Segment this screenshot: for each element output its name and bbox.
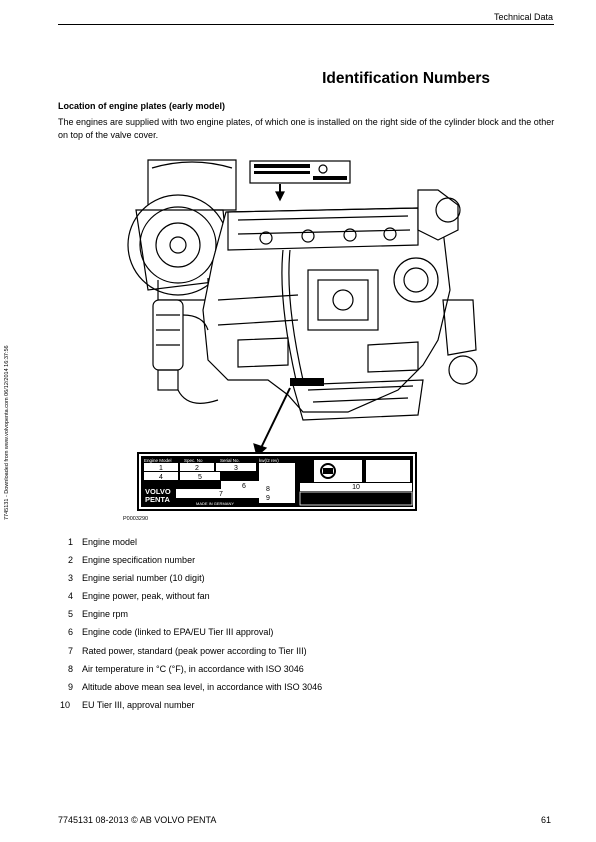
subheading: Location of engine plates (early model) (58, 101, 226, 111)
legend-number: 4 (68, 591, 74, 602)
legend-item: 3 Engine serial number (10 digit) (68, 573, 508, 591)
legend-number: 10 (60, 699, 71, 710)
legend-number: 2 (68, 555, 74, 566)
legend-item: 4 Engine power, peak, without fan (68, 591, 508, 609)
legend-item: 5 Engine rpm (68, 609, 508, 627)
legend-number: 1 (68, 537, 74, 547)
engine-figure: Engine Model Spec. No Serial No. kw(/2 r… (118, 150, 488, 530)
legend-text: Engine power, peak, without fan (82, 591, 210, 602)
engine-drawing: Engine Model Spec. No Serial No. kw(/2 r… (127, 159, 478, 511)
legend-list: 1 Engine model 2 Engine specification numb… (60, 537, 508, 718)
page-number: 61 (540, 815, 551, 825)
plate-callout-9: 9 (266, 495, 270, 502)
legend-item: 7 Rated power, standard (peak power accor… (68, 646, 508, 664)
plate-callout-7: 7 (219, 491, 223, 498)
legend-number: 8 (68, 663, 74, 674)
legend-number: 6 (68, 627, 74, 638)
legend-number: 5 (68, 609, 74, 620)
legend-text: Rated power, standard (peak power accord… (82, 645, 307, 656)
plate-callout-8: 8 (266, 486, 270, 493)
download-note: 7745131 - Downloaded from www.volvopenta… (4, 345, 10, 520)
legend-item: 8 Air temperature in °C (°F), in accordan… (68, 664, 508, 682)
page-title: Identification Numbers (322, 70, 490, 87)
engine-plate: Engine Model Spec. No Serial No. kw(/2 r… (137, 452, 417, 511)
legend-text: Engine rpm (82, 609, 129, 620)
legend-text: Engine code (linked to EPA/EU Tier III a… (82, 627, 274, 638)
plate-brand-penta: PENTA (145, 495, 170, 504)
legend-number: 3 (68, 573, 74, 584)
legend-text: Engine model (82, 537, 138, 547)
plate-brand-volvo: VOLVO (145, 487, 171, 496)
legend-text: EU Tier III, approval number (82, 699, 195, 710)
legend-item: 1 Engine model (68, 537, 508, 555)
legend-number: 7 (68, 645, 74, 656)
legend-number: 9 (68, 681, 74, 692)
header-rule (58, 24, 554, 25)
legend-item: 9 Altitude above mean sea level, in accor… (68, 682, 508, 700)
plate-callout-10: 10 (352, 484, 360, 491)
plate-label-engine-model: Engine Model (144, 458, 172, 463)
figure-id: P0003290 (123, 516, 149, 522)
legend-text: Engine serial number (10 digit) (82, 573, 205, 584)
plate-callout-2: 2 (195, 465, 199, 472)
legend-item: 2 Engine specification number (68, 555, 508, 573)
plate-label-kw: kw(/2 rev) (259, 458, 279, 463)
section-title: Technical Data (493, 12, 553, 22)
plate-callout-5: 5 (198, 474, 202, 481)
intro-paragraph: The engines are supplied with two engine… (58, 117, 555, 140)
plate-made-in: MADE IN GERMANY (196, 501, 234, 506)
plate-callout-1: 1 (159, 465, 163, 472)
block-plate-marker (290, 378, 324, 386)
plate-callout-3: 3 (234, 465, 238, 472)
legend-text: Engine specification number (82, 555, 196, 566)
plate-callout-6: 6 (242, 483, 246, 490)
legend-item: 10 EU Tier III, approval number (60, 700, 508, 718)
plate-label-spec-no: Spec. No (184, 458, 203, 463)
footer-document-info: 7745131 08-2013 © AB VOLVO PENTA (58, 815, 217, 825)
legend-text: Air temperature in °C (°F), in accordanc… (82, 663, 304, 674)
plate-label-serial-no: Serial No. (220, 458, 240, 463)
plate-callout-4: 4 (159, 474, 163, 481)
legend-text: Altitude above mean sea level, in accord… (82, 681, 323, 692)
legend-item: 6 Engine code (linked to EPA/EU Tier III … (68, 627, 508, 645)
